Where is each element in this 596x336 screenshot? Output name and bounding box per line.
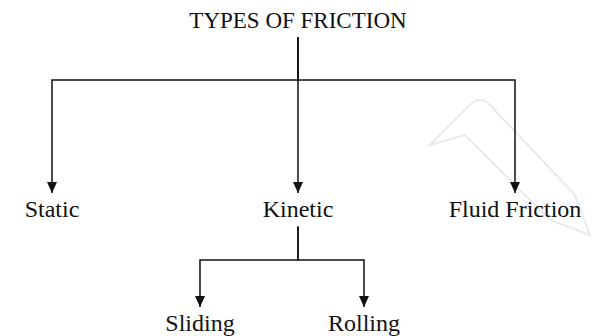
pencil-watermark <box>430 100 590 235</box>
node-label: Kinetic <box>263 196 334 222</box>
tree-connector <box>195 226 298 307</box>
tree-connector <box>47 37 298 193</box>
tree-item: Fluid Friction <box>447 196 584 222</box>
pencil-outline <box>430 100 590 235</box>
tree-item: Static <box>23 196 82 222</box>
node-label: TYPES OF FRICTION <box>189 8 406 33</box>
root-heading: TYPES OF FRICTION <box>187 8 408 33</box>
tree-item: Kinetic <box>261 196 336 222</box>
node-label: Fluid Friction <box>449 196 582 222</box>
node-label: Rolling <box>328 310 400 336</box>
node-label: Static <box>25 196 80 222</box>
tree-item: Rolling <box>326 310 402 336</box>
tree-connector <box>298 37 520 193</box>
node-label: Sliding <box>165 310 234 336</box>
tree-item: Sliding <box>163 310 236 336</box>
tree-connector <box>298 226 369 307</box>
